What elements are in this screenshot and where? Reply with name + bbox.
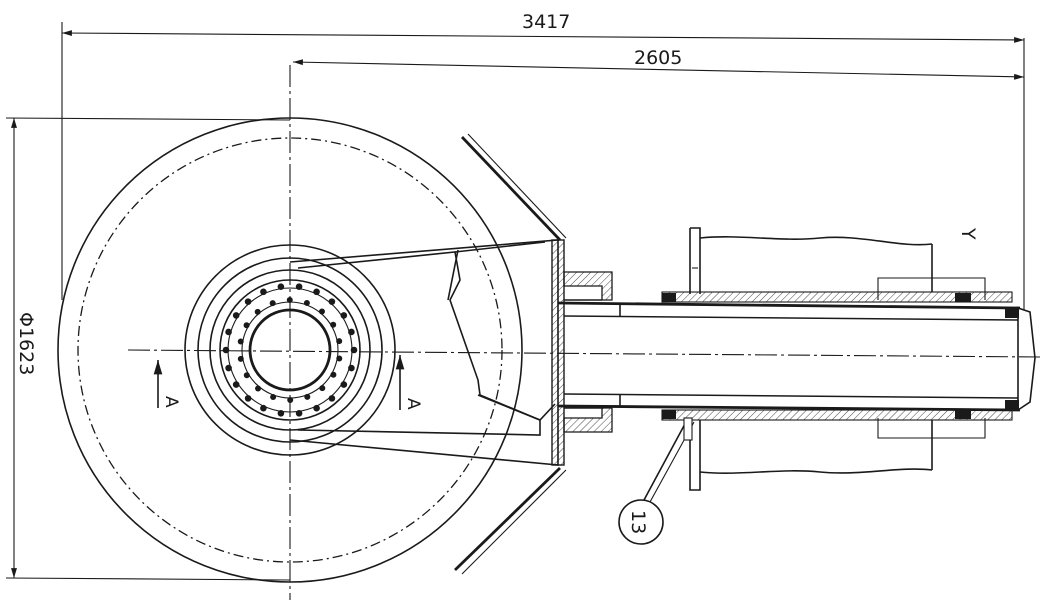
bearing-ball (254, 308, 261, 315)
callout-number: 13 (627, 510, 649, 534)
bearing-ball (336, 338, 343, 345)
bearing-ball (330, 321, 337, 328)
dimension-shaft: 2605 (292, 47, 1025, 80)
bearing-balls-outer (222, 283, 358, 417)
bearing-ball (277, 410, 285, 417)
bearing-ball (287, 397, 294, 403)
bearing-ball (330, 371, 337, 378)
bearing-ball (277, 283, 285, 290)
bearing-ball (350, 346, 358, 354)
section-label-right: A (403, 398, 423, 410)
bearing-ball (313, 404, 320, 412)
bearing-ball (328, 298, 336, 305)
bearing-ball (243, 372, 250, 379)
bearing-ball (313, 288, 320, 296)
bearing-ball (222, 346, 230, 354)
bearing-ball (303, 299, 310, 306)
bearing-ball (286, 297, 293, 303)
bearing-ball (295, 410, 303, 417)
bearing-ball (260, 288, 267, 296)
bearing-ball (328, 395, 336, 402)
bearing-ball (232, 381, 240, 388)
bearing-ball (244, 395, 252, 402)
bearing-ball (255, 385, 262, 392)
bearing-ball (270, 394, 277, 401)
bearing-ball (237, 355, 244, 362)
view-y-label: Y (957, 227, 979, 240)
center-lines (127, 65, 1041, 600)
bearing-balls-inner (237, 297, 343, 403)
bearing-ball (319, 385, 326, 392)
section-mark-left: A (153, 360, 181, 408)
section-mark-right: A (395, 355, 423, 410)
drum-lower (689, 420, 933, 491)
bearing-ball (348, 328, 355, 336)
shaft-seals (661, 291, 1019, 421)
section-label-left: A (161, 396, 181, 408)
bearing-ball (260, 404, 267, 412)
dimension-overall: 3417 (61, 11, 1025, 310)
bearing-ball (232, 312, 240, 319)
overall-length-label: 3417 (522, 11, 570, 33)
bearing-ball (336, 355, 343, 362)
arm-housing (289, 239, 565, 466)
bearing-ball (237, 338, 244, 345)
bearing-ball (340, 381, 348, 388)
shaft-flange (563, 271, 613, 433)
bearing (209, 269, 371, 431)
shaft-tube (557, 301, 1036, 412)
shaft-length-label: 2605 (634, 47, 682, 69)
deflector-plates (454, 133, 567, 575)
bearing-ball (243, 322, 250, 329)
bearing-ball (244, 298, 252, 305)
bearing-ball (304, 393, 311, 400)
bearing-ball (225, 328, 232, 336)
detail-y-box: Y (877, 227, 986, 439)
bearing-ball (348, 364, 355, 372)
dimension-diameter: Φ1623 (5, 117, 291, 581)
bearing-ball (225, 364, 232, 372)
callout-13: 13 (618, 417, 695, 545)
bearing-ball (295, 283, 303, 290)
diameter-label: Φ1623 (15, 312, 37, 375)
bearing-ball (269, 300, 276, 307)
bearing-ball (318, 308, 325, 315)
drum-upper (689, 227, 933, 294)
bearing-ball (340, 312, 348, 319)
